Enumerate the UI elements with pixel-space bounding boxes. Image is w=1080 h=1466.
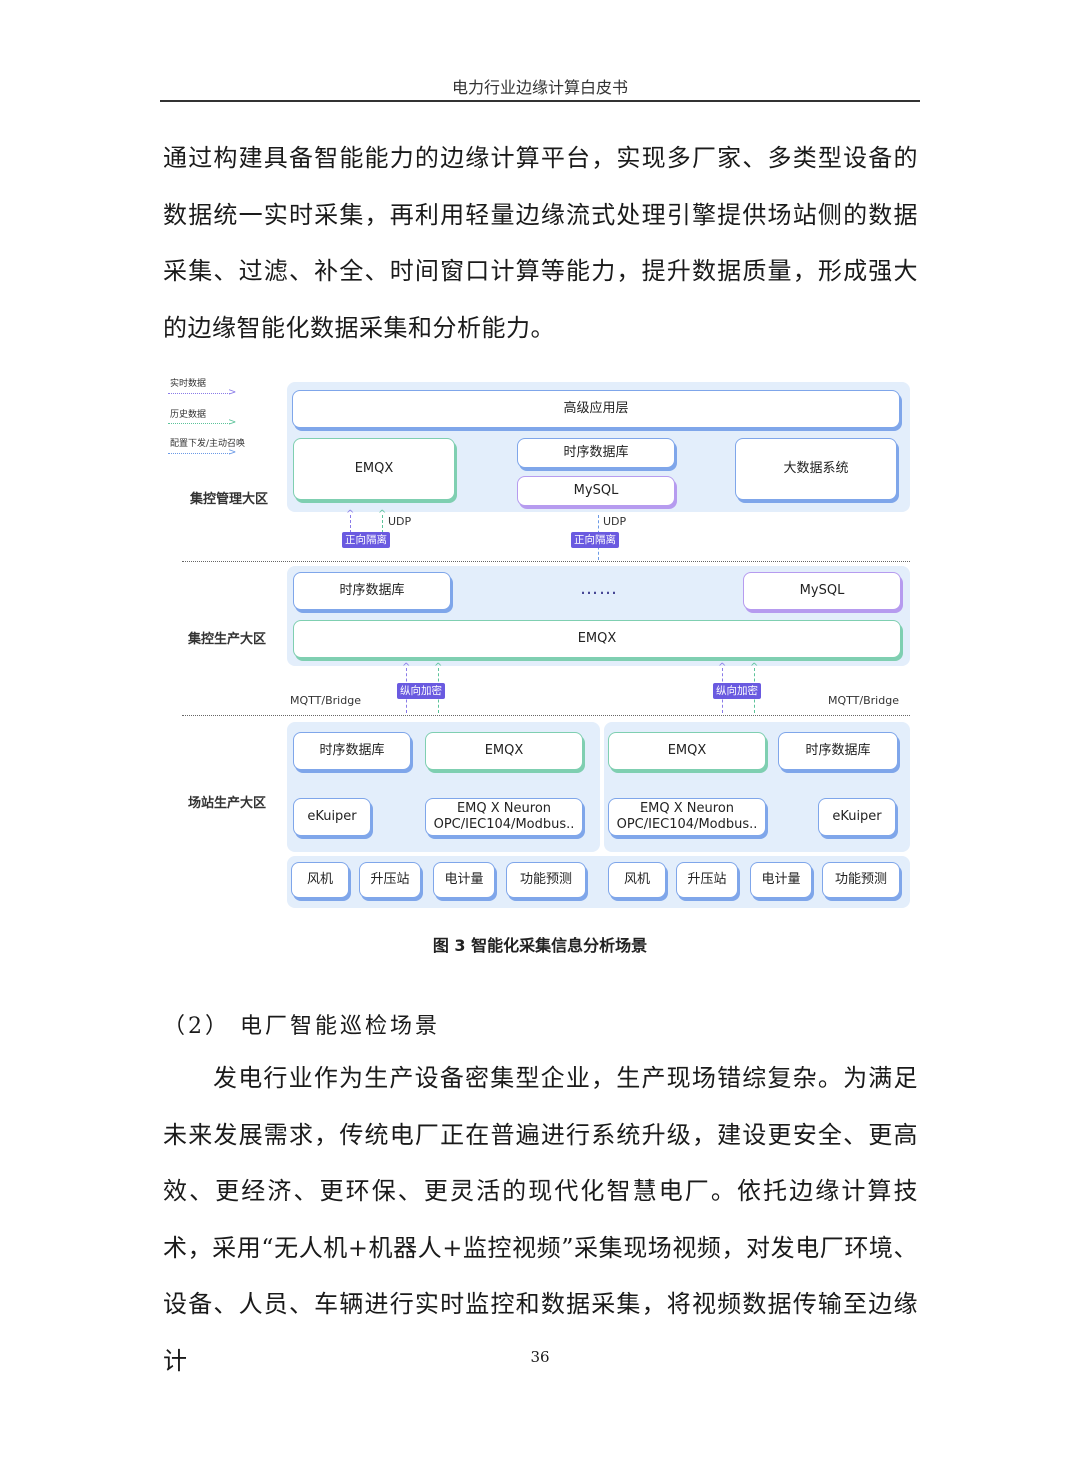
device-box: 风机 (291, 862, 349, 898)
zone-control-label: 集控生产大区 (188, 632, 267, 647)
arrow-right-icon: > (228, 417, 237, 428)
ekuiper-box: eKuiper (818, 798, 896, 836)
neuron-protocols: OPC/IEC104/Modbus.. (433, 817, 575, 832)
vertical-encrypt-tag-right: 纵向加密 (713, 683, 761, 699)
legend-history: 历史数据 (170, 410, 207, 420)
arrow-up-icon: ^ (378, 509, 387, 520)
bigdata-box: 大数据系统 (735, 438, 897, 500)
arrow-right-icon: > (228, 447, 237, 458)
mqtt-bridge-label-right: MQTT/Bridge (828, 694, 899, 707)
section-heading: （2） 电厂智能巡检场景 (163, 1014, 440, 1039)
ekuiper-box: eKuiper (293, 798, 371, 836)
neuron-title: EMQ X Neuron (639, 801, 735, 816)
zone-management-label: 集控管理大区 (190, 492, 269, 507)
device-box: 功能预测 (506, 862, 586, 898)
intro-text: 通过构建具备智能能力的边缘计算平台，实现多厂家、多类型设备的数据统一实时采集，再… (163, 144, 918, 342)
device-box: 电计量 (433, 862, 495, 898)
legend-config-line (168, 453, 230, 454)
legend-realtime-line (168, 393, 230, 394)
mysql-box: MySQL (517, 476, 675, 506)
emqx-box: EMQX (293, 438, 455, 500)
legend-history-line (168, 423, 230, 424)
tsdb-box: 时序数据库 (293, 732, 411, 770)
realtime-arrow-line (350, 515, 351, 533)
arrow-up-icon: ^ (718, 662, 727, 673)
zone-station-label: 场站生产大区 (188, 796, 267, 811)
device-box: 功能预测 (822, 862, 900, 898)
mysql-box: MySQL (743, 572, 901, 610)
legend-config: 配置下发/主动召唤 (170, 439, 246, 449)
body-paragraph: 发电行业作为生产设备密集型企业，生产现场错综复杂。为满足未来发展需求，传统电厂正… (163, 1050, 918, 1389)
neuron-title: EMQ X Neuron (456, 801, 552, 816)
app-layer-box: 高级应用层 (292, 390, 900, 428)
device-box: 升压站 (676, 862, 738, 898)
vertical-encrypt-tag-left: 纵向加密 (397, 683, 445, 699)
arrow-up-icon: ^ (750, 662, 759, 673)
emqx-box: EMQX (425, 732, 583, 770)
figure-caption: 图 3 智能化采集信息分析场景 (432, 936, 648, 955)
intro-paragraph: 通过构建具备智能能力的边缘计算平台，实现多厂家、多类型设备的数据统一实时采集，再… (163, 130, 918, 356)
emqx-box: EMQX (608, 732, 766, 770)
udp-label-left: UDP (388, 515, 412, 528)
tsdb-box: 时序数据库 (778, 732, 898, 770)
neuron-protocols: OPC/IEC104/Modbus.. (616, 817, 758, 832)
device-box: 风机 (608, 862, 666, 898)
ellipsis: …… (580, 578, 618, 599)
zone-divider (182, 561, 910, 562)
tsdb-box: 时序数据库 (517, 438, 675, 468)
zone-divider (182, 715, 910, 716)
tsdb-box: 时序数据库 (293, 572, 451, 610)
page-number: 36 (530, 1348, 550, 1366)
forward-isolation-tag-center: 正向隔离 (571, 532, 619, 548)
mqtt-bridge-label-left: MQTT/Bridge (290, 694, 361, 707)
page-header: 电力行业边缘计算白皮书 (160, 74, 920, 102)
body-text: 发电行业作为生产设备密集型企业，生产现场错综复杂。为满足未来发展需求，传统电厂正… (163, 1064, 918, 1375)
forward-isolation-tag-left: 正向隔离 (342, 532, 390, 548)
architecture-diagram: 实时数据 > 历史数据 > 配置下发/主动召唤 > 集控管理大区 高级应用层 E… (160, 370, 920, 915)
device-box: 电计量 (750, 862, 812, 898)
legend-realtime: 实时数据 (170, 379, 207, 389)
arrow-up-icon: ^ (434, 662, 443, 673)
history-arrow-line (382, 515, 383, 533)
device-box: 升压站 (359, 862, 421, 898)
arrow-right-icon: > (228, 387, 237, 398)
arrow-up-icon: ^ (346, 509, 355, 520)
emqx-box: EMQX (293, 620, 901, 658)
arrow-up-icon: ^ (402, 662, 411, 673)
neuron-box: EMQ X Neuron OPC/IEC104/Modbus.. (425, 798, 583, 836)
udp-label-center: UDP (603, 515, 627, 528)
neuron-box: EMQ X Neuron OPC/IEC104/Modbus.. (608, 798, 766, 836)
